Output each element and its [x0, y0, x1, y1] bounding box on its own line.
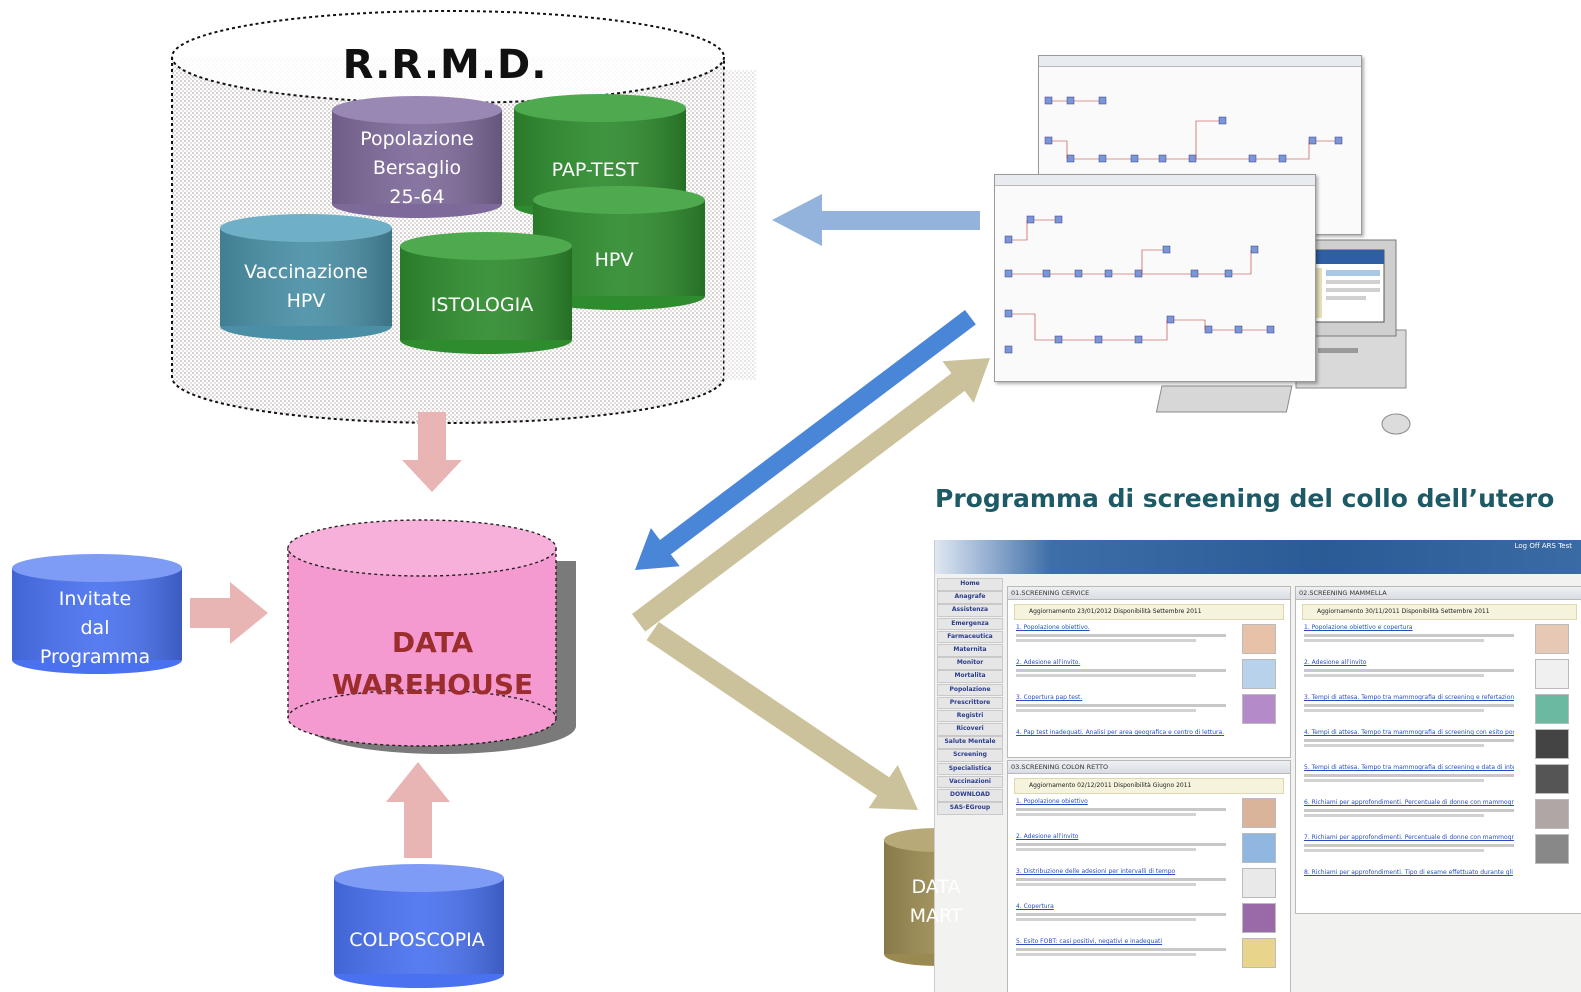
thumbnail-image [1242, 659, 1276, 689]
workflow-tabs-back [1039, 56, 1361, 67]
panel-screening-colon: 03.SCREENING COLON RETTO Aggiornamento 0… [1007, 760, 1291, 992]
sidebar-item-home[interactable]: Home [937, 578, 1003, 591]
thumbnail-image [1242, 694, 1276, 724]
rrmd-title: R.R.M.D. [342, 42, 548, 88]
list-item[interactable]: 1. Popolazione obiettivo [1016, 798, 1282, 830]
list-item[interactable]: 2. Adesione all'invito [1016, 833, 1282, 865]
sidebar-item-screening[interactable]: Screening [937, 749, 1003, 763]
panel-update-cervice: Aggiornamento 23/01/2012 Disponibilità S… [1014, 604, 1284, 620]
list-item[interactable]: 5. Esito FOBT: casi positivi, negativi e… [1016, 938, 1282, 970]
workflow-tabs-front [995, 175, 1315, 186]
thumbnail-image [1242, 624, 1276, 654]
panel-update-colon: Aggiornamento 02/12/2011 Disponibilità G… [1014, 778, 1284, 794]
arrow-invitate-to-dw [190, 582, 268, 644]
list-item[interactable]: 7. Richiami per approfondimenti. Percent… [1304, 834, 1575, 866]
cylinder-popolazione [332, 96, 502, 218]
thumbnail-image [1242, 903, 1276, 933]
thumbnail-image [1242, 833, 1276, 863]
panel-title-colon: 03.SCREENING COLON RETTO [1008, 761, 1290, 774]
sidebar-item-anagrafe[interactable]: Anagrafe [937, 591, 1003, 604]
thumbnail-image [1242, 938, 1276, 968]
label-hpv: HPV [594, 249, 634, 271]
arrow-dw-to-datamart [646, 621, 918, 810]
list-item[interactable]: 3. Copertura pap test. [1016, 694, 1282, 726]
cylinder-istologia [400, 232, 572, 354]
thumbnail-image [1535, 694, 1569, 724]
sidebar-item-farmaceutica[interactable]: Farmaceutica [937, 630, 1003, 644]
sidebar-item-registri[interactable]: Registri [937, 709, 1003, 723]
cylinder-data-warehouse [287, 519, 576, 754]
workflow-graph-back [1044, 96, 1343, 163]
arrow-app-to-dw [635, 310, 976, 570]
workflow-graph-front [1004, 215, 1275, 354]
label-data-mart: DATA MART [909, 876, 963, 927]
label-invitate: Invitate dal Programma [39, 588, 151, 668]
sidebar-item-ricoveri[interactable]: Ricoveri [937, 723, 1003, 736]
arrow-colposcopia-to-dw [386, 762, 450, 858]
portal-sidebar: Home Anagrafe Assistenza Emergenza Farma… [937, 578, 1003, 815]
list-item[interactable]: 4. Tempi di attesa. Tempo tra mammografi… [1304, 729, 1575, 761]
list-item[interactable]: 1. Popolazione obiettivo. [1016, 624, 1282, 656]
sidebar-item-assistenza[interactable]: Assistenza [937, 604, 1003, 617]
label-data-warehouse: DATA WAREHOUSE [331, 626, 534, 701]
panel-title-cervice: 01.SCREENING CERVICE [1008, 587, 1290, 600]
list-item[interactable]: 4. Pap test inadeguati. Analisi per area… [1016, 729, 1225, 736]
thumbnail-image [1535, 799, 1569, 829]
thumbnail-image [1535, 659, 1569, 689]
sidebar-item-emergenza[interactable]: Emergenza [937, 617, 1003, 631]
label-istologia: ISTOLOGIA [430, 294, 534, 316]
thumbnail-image [1535, 764, 1569, 794]
panel-screening-mammella: 02.SCREENING MAMMELLA Aggiornamento 30/1… [1295, 586, 1581, 914]
sidebar-item-popolazione[interactable]: Popolazione [937, 683, 1003, 697]
sidebar-item-specialistica[interactable]: Specialistica [937, 762, 1003, 776]
workflow-window-front [994, 174, 1316, 382]
sidebar-item-vaccinazioni[interactable]: Vaccinazioni [937, 775, 1003, 789]
panel-title-mammella: 02.SCREENING MAMMELLA [1296, 587, 1581, 600]
list-item[interactable]: 2. Adesione all'invito. [1016, 659, 1282, 691]
label-popolazione: Popolazione Bersaglio 25-64 [360, 128, 474, 208]
arrow-rrmd-to-dw [402, 412, 462, 492]
portal-header: Log Off ARS Test [935, 540, 1581, 574]
thumbnail-image [1535, 834, 1569, 864]
thumbnail-image [1242, 868, 1276, 898]
cylinder-invitate [12, 554, 182, 674]
portal-heading: Programma di screening del collo dell’ut… [935, 484, 1555, 513]
list-item[interactable]: 3. Tempi di attesa. Tempo tra mammografi… [1304, 694, 1575, 726]
panel-screening-cervice: 01.SCREENING CERVICE Aggiornamento 23/01… [1007, 586, 1291, 758]
label-pap-test: PAP-TEST [551, 159, 639, 181]
cylinder-vaccinazione [220, 214, 392, 340]
arrow-dw-to-app [631, 358, 990, 632]
label-vaccinazione: Vaccinazione HPV [244, 261, 368, 312]
sidebar-item-mortalita[interactable]: Mortalita [937, 670, 1003, 683]
list-item[interactable]: 4. Copertura [1016, 903, 1282, 935]
list-item[interactable]: 2. Adesione all'invito [1304, 659, 1575, 691]
sidebar-item-maternita[interactable]: Maternita [937, 643, 1003, 657]
portal-logoff[interactable]: Log Off ARS Test [1514, 542, 1572, 550]
thumbnail-image [1242, 798, 1276, 828]
portal-screenshot: Log Off ARS Test Home Anagrafe Assistenz… [934, 540, 1581, 992]
arrow-app-to-rrmd [772, 194, 980, 246]
computer-illustration [1155, 239, 1411, 435]
label-colposcopia: COLPOSCOPIA [349, 929, 485, 951]
list-item[interactable]: 1. Popolazione obiettivo e copertura [1304, 624, 1575, 656]
list-item[interactable]: 6. Richiami per approfondimenti. Percent… [1304, 799, 1575, 831]
list-item[interactable]: 3. Distribuzione delle adesioni per inte… [1016, 868, 1282, 900]
list-item[interactable]: 8. Richiami per approfondimenti. Tipo di… [1304, 869, 1513, 876]
sidebar-item-sas-egroup[interactable]: SAS-EGroup [937, 802, 1003, 815]
sidebar-item-salute-mentale[interactable]: Salute Mentale [937, 736, 1003, 749]
panel-update-mammella: Aggiornamento 30/11/2011 Disponibilità S… [1302, 604, 1577, 620]
sidebar-item-prescrittore[interactable]: Prescrittore [937, 696, 1003, 710]
list-item[interactable]: 5. Tempi di attesa. Tempo tra mammografi… [1304, 764, 1575, 796]
sidebar-item-monitor[interactable]: Monitor [937, 657, 1003, 670]
thumbnail-image [1535, 729, 1569, 759]
thumbnail-image [1535, 624, 1569, 654]
sidebar-item-download[interactable]: DOWNLOAD [937, 789, 1003, 802]
cylinder-colposcopia [334, 864, 504, 988]
